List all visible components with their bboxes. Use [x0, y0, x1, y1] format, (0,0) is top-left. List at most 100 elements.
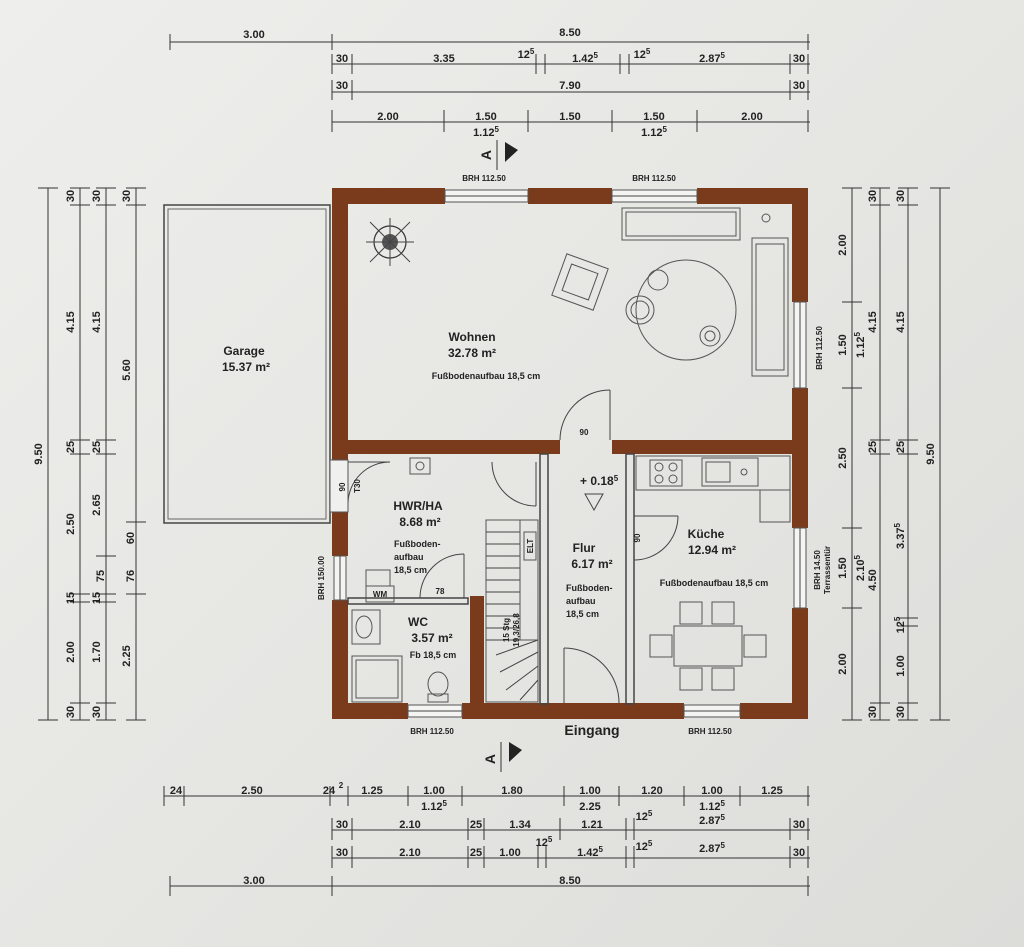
dim-right1-4: 2.00 — [837, 653, 849, 674]
dim-bottom-r4-0: 3.00 — [243, 875, 264, 887]
kueche-name: Küche — [688, 527, 725, 541]
dim-top-r2-4: 125 — [634, 47, 651, 61]
svg-text:A: A — [482, 754, 498, 764]
dim-bottom-r3-5: 1.425 — [577, 845, 603, 859]
dim-bottom-r1-5: 1.00 — [423, 785, 444, 797]
wc-sink-icon — [351, 609, 381, 645]
dim-right1b-0: 1.125 — [853, 332, 867, 358]
dim-bottom-r2-0: 30 — [336, 819, 348, 831]
dim-bottom-r3-3: 1.00 — [499, 847, 520, 859]
dim-top-r3-2: 30 — [793, 80, 805, 92]
door-label-wohnen: 90 — [580, 428, 589, 437]
room-kueche: Küche 12.94 m² Fußbodenaufbau 18,5 cm 90 — [633, 455, 791, 691]
windows — [333, 189, 807, 718]
dim-right3-1: 4.15 — [895, 311, 907, 332]
entrance-label: Eingang — [564, 722, 619, 738]
door-entrance[interactable] — [563, 647, 620, 704]
dim-right3-0: 30 — [895, 190, 907, 202]
round-table-icon — [625, 259, 737, 361]
dim-top-r4b-1: 1.125 — [641, 125, 667, 139]
section-marker-bottom: A — [482, 742, 522, 772]
sofa-icon — [621, 207, 789, 377]
dim-left4-1: 5.60 — [121, 359, 133, 380]
window-label-left-hwr: BRH 150.00 — [317, 555, 326, 600]
dim-bottom-r1-10: 1.25 — [761, 785, 782, 797]
dim-top-r2-6: 30 — [793, 53, 805, 65]
garage-area: 15.37 m² — [222, 360, 270, 374]
dim-left4-0: 30 — [121, 190, 133, 202]
terrace-door-label: Terrassentür — [823, 546, 832, 594]
dim-right1-3: 1.50 — [837, 557, 849, 578]
door-wc[interactable]: 78 — [419, 553, 465, 599]
bottom-dimensions: 24 2.50 24 2 1.25 1.00 1.80 1.00 1.20 1.… — [163, 781, 810, 896]
armchair-icon — [551, 253, 609, 311]
dim-top-r4-2: 1.50 — [559, 111, 580, 123]
toilet-icon — [427, 671, 449, 703]
section-marker-top: A — [478, 140, 518, 170]
dim-bottom-r1-6: 1.80 — [501, 785, 522, 797]
door-label-t30: T30 — [353, 479, 362, 493]
door-wohnen[interactable]: 90 — [559, 389, 611, 441]
door-label-hwr: 90 — [338, 482, 347, 491]
room-flur: Flur 6.17 m² Fußboden- aufbau 18,5 cm + … — [563, 474, 620, 704]
dim-bottom-r1b-1: 2.25 — [579, 801, 600, 813]
left-dimensions: 9.50 30 4.15 25 2.50 15 2.00 30 30 4.15 … — [33, 187, 146, 721]
dim-bottom-r3-0: 30 — [336, 847, 348, 859]
elt-label: ELT — [526, 539, 535, 554]
exterior-walls — [332, 188, 808, 719]
dim-right3-4: 125 — [893, 616, 907, 633]
dim-top-r2-2: 125 — [518, 47, 535, 61]
dim-left4-2: 75 — [95, 570, 107, 582]
kueche-area: 12.94 m² — [688, 543, 736, 557]
garage-name: Garage — [223, 344, 265, 358]
dim-top-r2-5: 2.875 — [699, 51, 725, 65]
dim-left4b-0: 76 — [125, 570, 137, 582]
door-garage-t30[interactable]: 90 T30 — [329, 459, 391, 513]
dim-right2-0: 30 — [867, 190, 879, 202]
dim-bottom-r2-6: 2.875 — [699, 813, 725, 827]
hwr-floor-2: aufbau — [394, 552, 424, 562]
stove-icon — [649, 459, 683, 487]
dim-top-garage: 3.00 — [243, 29, 264, 41]
dim-top-r4-4: 2.00 — [741, 111, 762, 123]
dim-left3-1: 4.15 — [91, 311, 103, 332]
dim-left2-6: 30 — [65, 706, 77, 718]
room-wc: WC 3.57 m² Fb 18,5 cm — [351, 609, 456, 703]
dim-bottom-r2-1: 2.10 — [399, 819, 420, 831]
door-kueche[interactable]: 90 — [633, 515, 679, 561]
dim-top-r3-1: 7.90 — [559, 80, 580, 92]
wc-name: WC — [408, 615, 428, 629]
dim-bottom-r3-6: 125 — [636, 839, 653, 853]
dim-left-total: 9.50 — [33, 443, 45, 464]
plant-icon — [366, 218, 414, 266]
dim-bottom-r3-1: 2.10 — [399, 847, 420, 859]
dim-right3-5: 1.00 — [895, 655, 907, 676]
dim-left3-6: 1.70 — [91, 641, 103, 662]
wohnen-area: 32.78 m² — [448, 346, 496, 360]
dim-bottom-r2-4: 1.21 — [581, 819, 602, 831]
dim-left2-0: 30 — [65, 190, 77, 202]
window-label-bottom-right: BRH 112.50 — [688, 727, 732, 736]
dim-bottom-r3-4: 125 — [536, 835, 553, 849]
dim-right3-6: 30 — [895, 706, 907, 718]
dim-left3-2: 25 — [91, 441, 103, 453]
stairs-ratio: 19,3/26,8 — [512, 613, 521, 647]
door-label-kueche: 90 — [633, 533, 642, 542]
flur-name: Flur — [573, 541, 596, 555]
dim-bottom-r3-2: 25 — [470, 847, 482, 859]
dim-right-total: 9.50 — [925, 443, 937, 464]
dim-left4-3: 2.25 — [121, 645, 133, 666]
room-wohnen: Wohnen 32.78 m² Fußbodenaufbau 18,5 cm — [366, 207, 789, 441]
kitchen-sink-icon — [701, 457, 759, 487]
flur-area: 6.17 m² — [571, 557, 612, 571]
interior-walls — [347, 440, 792, 705]
dim-right2-1: 4.15 — [867, 311, 879, 332]
door-hwr-flur[interactable] — [491, 461, 537, 507]
dim-bottom-r1-4: 1.25 — [361, 785, 382, 797]
hwr-floor-3: 18,5 cm — [394, 565, 427, 575]
door-label-wc: 78 — [436, 587, 445, 596]
dim-right3-3: 3.375 — [893, 523, 907, 549]
dim-left3-3: 2.65 — [91, 494, 103, 515]
dim-left2-2: 25 — [65, 441, 77, 453]
